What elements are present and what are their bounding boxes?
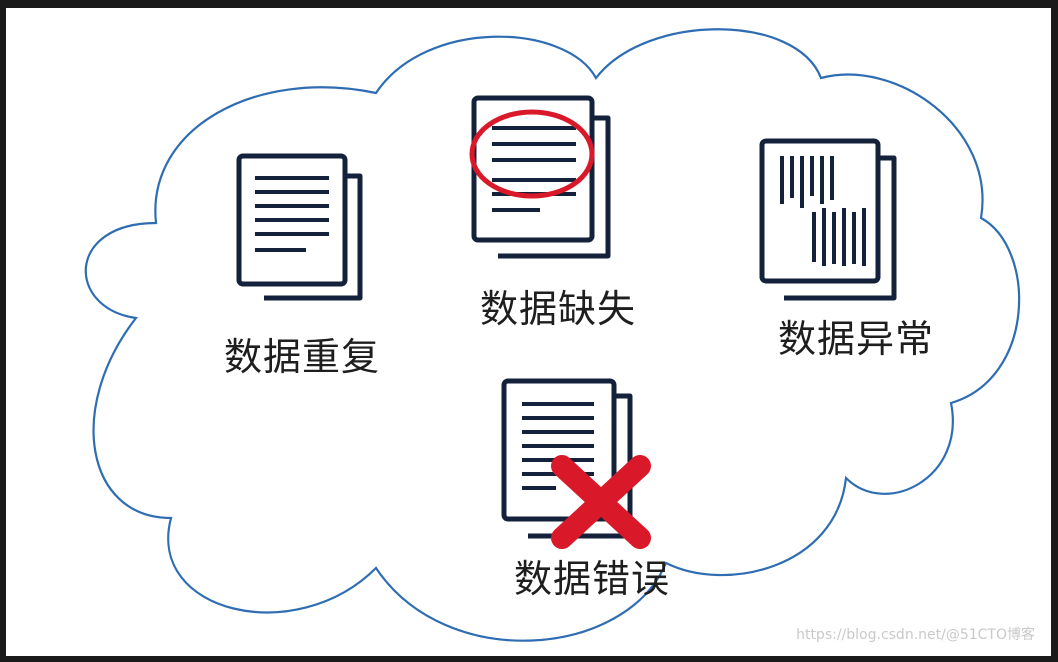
document-missing-icon <box>471 95 611 259</box>
diagram-canvas <box>84 28 1021 642</box>
error-cross-icon <box>551 455 651 549</box>
document-anomaly-icon <box>759 138 897 301</box>
label-error: 数据错误 <box>514 557 671 601</box>
diagram-frame: 数据重复 数据缺失 数据异常 数据错误 https://blog.csdn.ne… <box>6 8 1051 656</box>
label-duplicate: 数据重复 <box>224 335 381 379</box>
missing-highlight-circle <box>469 109 595 199</box>
label-missing: 数据缺失 <box>480 287 637 331</box>
label-anomaly: 数据异常 <box>778 317 935 361</box>
document-duplicate-icon <box>236 153 363 301</box>
watermark: https://blog.csdn.net/@51CTO博客 <box>796 627 1035 643</box>
